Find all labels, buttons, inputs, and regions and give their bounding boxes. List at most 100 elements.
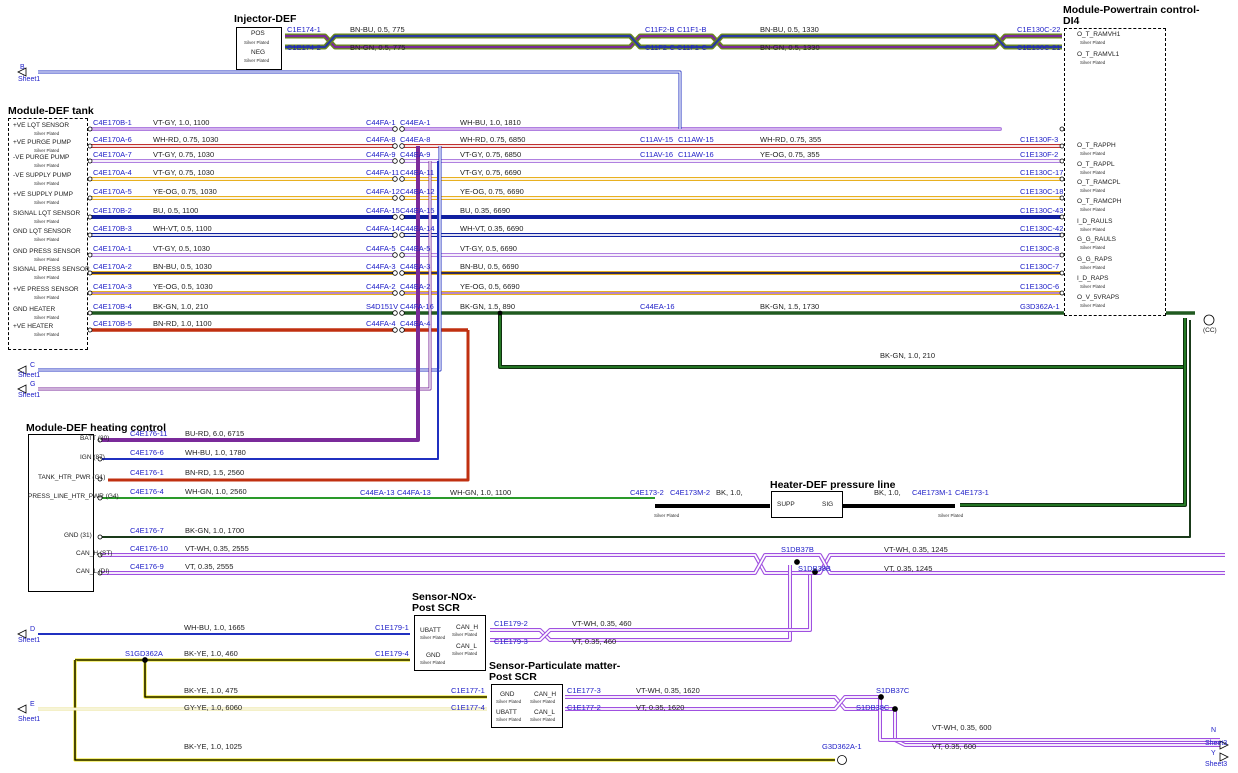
wire-gnd-31 bbox=[100, 320, 1191, 538]
splice bbox=[878, 694, 884, 700]
inline-connector bbox=[399, 327, 405, 333]
silver-plated-label: Silver Plated bbox=[34, 131, 60, 136]
tank-pin-label: +VE PURGE PUMP bbox=[13, 139, 71, 146]
conn: C1E130C-43 bbox=[1020, 206, 1064, 215]
conn: C44EA-8 bbox=[400, 135, 431, 144]
wire-bottom-gnd-stripe bbox=[74, 660, 835, 761]
conn: C4E176-7 bbox=[130, 526, 164, 535]
conn: C4E170A-2 bbox=[93, 262, 132, 271]
tank-pin-terminal bbox=[87, 327, 93, 333]
inline-connector bbox=[399, 214, 405, 220]
conn: C44EA-11 bbox=[400, 168, 435, 177]
spec: WH-RD, 0.75, 6850 bbox=[460, 135, 526, 144]
conn: C1E130C-8 bbox=[1020, 244, 1060, 253]
spec: WH-VT, 0.5, 1100 bbox=[153, 224, 212, 233]
wire-can-h bbox=[100, 553, 1225, 575]
conn: C4E176-9 bbox=[130, 562, 164, 571]
conn: S1DB37C bbox=[876, 686, 910, 695]
sheet-arrow bbox=[1219, 752, 1229, 762]
spec: VT, 0.35, 1620 bbox=[636, 703, 685, 712]
conn: C1E130C-6 bbox=[1020, 282, 1060, 291]
conn-c1e174-1: C1E174-1 bbox=[287, 25, 321, 34]
wire-pm-canl-stripe bbox=[565, 696, 1220, 741]
silver-plated-label: Silver Plated bbox=[34, 275, 60, 280]
silver-plated-label: Silver Plated bbox=[938, 513, 964, 518]
spec: BN-BU, 0.5, 1330 bbox=[760, 25, 819, 34]
sheet-arrow bbox=[17, 384, 27, 394]
silver-plated-label: Silver Plated bbox=[34, 295, 60, 300]
tank-pin-terminal bbox=[87, 126, 93, 132]
conn: C4E170A-7 bbox=[93, 150, 132, 159]
conn: C44EA-3 bbox=[400, 262, 431, 271]
spec: VT-GY, 0.5, 1030 bbox=[153, 244, 210, 253]
pcm-pin-label: O_T_RAMVL1 bbox=[1077, 51, 1120, 58]
sheet-arrow bbox=[1219, 740, 1229, 750]
conn: C44FA-9 bbox=[366, 150, 396, 159]
pcm-pin-label: O_V_5VRAPS bbox=[1077, 294, 1120, 301]
sheet-link: Sheet1 bbox=[18, 637, 41, 644]
tank-pin-terminal bbox=[87, 143, 93, 149]
conn: C44FA-11 bbox=[366, 168, 400, 177]
inline-connector bbox=[399, 290, 405, 296]
spec: WH-VT, 0.35, 6690 bbox=[460, 224, 524, 233]
spec: YE-OG, 0.5, 1030 bbox=[153, 282, 213, 291]
conn: S4D151V bbox=[366, 302, 399, 311]
silver-plated-label: Silver Plated bbox=[34, 237, 60, 242]
ground-symbol bbox=[1203, 314, 1215, 326]
tank-pin-terminal bbox=[87, 195, 93, 201]
spec: BN-RD, 1.0, 1100 bbox=[153, 319, 212, 328]
tank-pin-label: +VE HEATER bbox=[13, 323, 54, 330]
inline-connector bbox=[392, 126, 398, 132]
wire-sheet-b bbox=[38, 70, 682, 129]
conn: C1E179-4 bbox=[375, 649, 409, 658]
conn: C1E130C-21 bbox=[1017, 43, 1061, 52]
sheet-letter: Y bbox=[1211, 750, 1216, 757]
spec: VT-GY, 0.75, 1030 bbox=[153, 168, 215, 177]
silver-plated-label: Silver Plated bbox=[420, 660, 446, 665]
heat-pin-terminal bbox=[97, 570, 103, 576]
silver-plated-label: Silver Plated bbox=[654, 513, 680, 518]
pcm-pin-label: O_T_RAPPL bbox=[1077, 161, 1115, 168]
spec: VT-WH, 0.35, 1620 bbox=[636, 686, 700, 695]
conn: C4E170B-2 bbox=[93, 206, 132, 215]
conn: C11F1-C bbox=[677, 43, 707, 52]
silver-plated-label: Silver Plated bbox=[1080, 245, 1106, 250]
spec: BK-GN, 1.0, 210 bbox=[880, 351, 936, 360]
spec: BN-GN, 0.5, 1330 bbox=[760, 43, 820, 52]
silver-plated-label: Silver Plated bbox=[1080, 40, 1106, 45]
inline-connector bbox=[392, 290, 398, 296]
spec: VT-GY, 0.5, 6690 bbox=[460, 244, 517, 253]
press-pin: SUPP bbox=[777, 501, 795, 508]
conn: C11F2-B bbox=[645, 25, 675, 34]
spec: VT-GY, 0.75, 6850 bbox=[460, 150, 522, 159]
tank-pin-terminal bbox=[87, 290, 93, 296]
silver-plated-label: Silver Plated bbox=[420, 635, 446, 640]
heat-pin-label: CAN_H (ST) bbox=[76, 550, 113, 557]
conn: C1E174-2 bbox=[287, 43, 321, 52]
spec: VT-WH, 0.35, 2555 bbox=[185, 544, 249, 553]
tank-pin-label: +VE LQT SENSOR bbox=[13, 122, 70, 129]
silver-plated-label: Silver Plated bbox=[1080, 60, 1106, 65]
nox-pin: UBATT bbox=[420, 627, 441, 634]
spec: BK-GN, 1.5, 890 bbox=[460, 302, 516, 311]
silver-plated-label: Silver Plated bbox=[1080, 207, 1106, 212]
heat-pin-terminal bbox=[97, 534, 103, 540]
silver-plated-label: Silver Plated bbox=[496, 717, 522, 722]
spec: YE-OG, 0.75, 1030 bbox=[153, 187, 217, 196]
silver-plated-label: Silver Plated bbox=[452, 632, 478, 637]
spec: YE-OG, 0.75, 6690 bbox=[460, 187, 524, 196]
inline-connector bbox=[392, 176, 398, 182]
tank-pin-label: SIGNAL LQT SENSOR bbox=[13, 210, 81, 217]
heat-pin-label: PRESS_LINE_HTR_PWR (G4) bbox=[28, 493, 119, 500]
conn: C44EA-9 bbox=[400, 150, 431, 159]
title-def-tank: Module-DEF tank bbox=[8, 105, 94, 117]
spec: WH-GN, 1.0, 1100 bbox=[450, 488, 512, 497]
heat-pin-label: BATT (30) bbox=[80, 435, 110, 442]
spec: YE-OG, 0.5, 6690 bbox=[460, 282, 520, 291]
sheet-link: Sheet1 bbox=[18, 392, 41, 399]
conn: C4E170A-3 bbox=[93, 282, 132, 291]
inline-connector bbox=[392, 310, 398, 316]
spec: VT, 0.35, 600 bbox=[932, 742, 977, 751]
heat-pin-label: CAN_L (DI) bbox=[76, 568, 110, 575]
